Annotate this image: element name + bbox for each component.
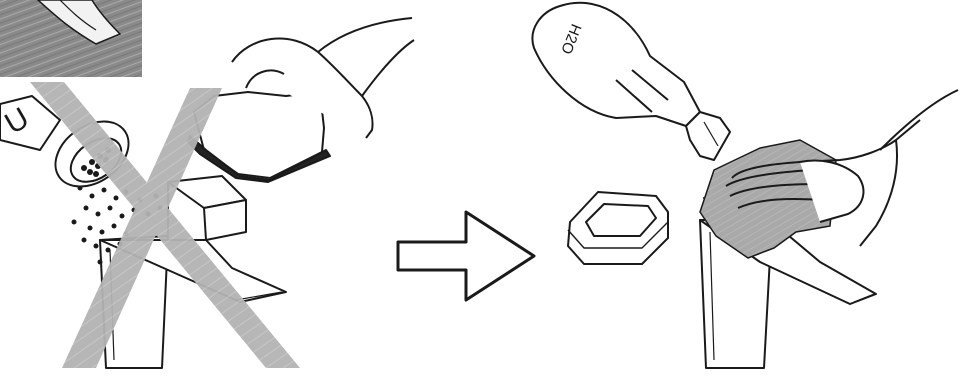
recommended-scene: H2O: [532, 3, 958, 368]
soap-bar: [568, 192, 668, 264]
arrow-right-icon: [398, 212, 534, 300]
forbidden-scene: U: [0, 0, 414, 368]
abrasive-surface-swatch: [0, 0, 142, 77]
water-bottle: H2O: [532, 3, 730, 160]
scouring-pad-hand: [188, 18, 414, 182]
